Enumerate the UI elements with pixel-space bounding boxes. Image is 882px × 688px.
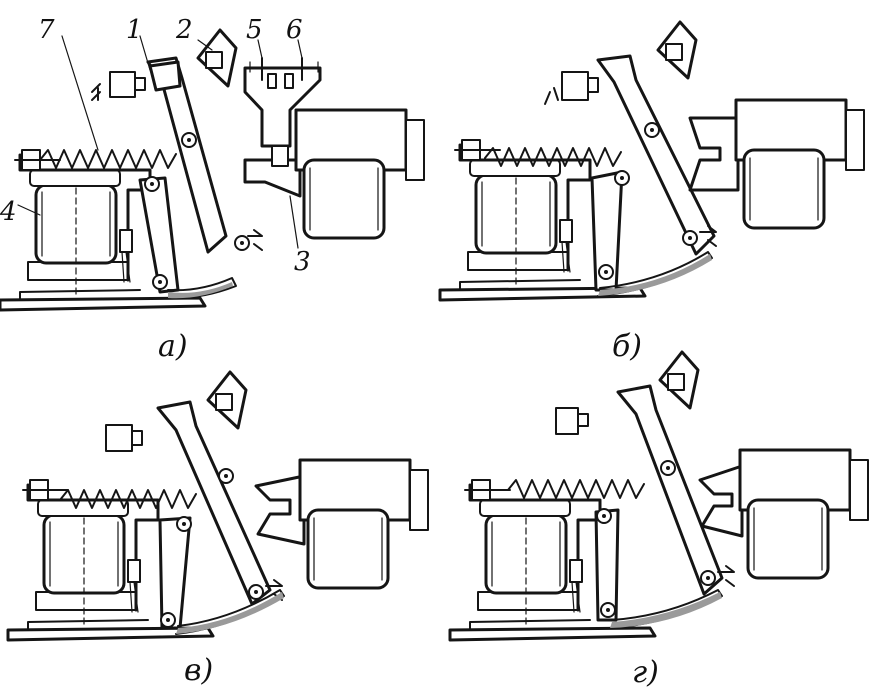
callout-5: 5 xyxy=(246,15,263,45)
panel-caption-g: г) xyxy=(632,655,659,688)
panel-caption-v: в) xyxy=(184,653,213,688)
callout-2: 2 xyxy=(175,15,193,45)
panel-a: 7 1 2 5 6 4 3 а) xyxy=(0,15,426,364)
callout-3: 3 xyxy=(294,247,311,277)
callout-7: 7 xyxy=(38,15,55,45)
panel-caption-b: б) xyxy=(612,329,642,364)
panel-g: г) xyxy=(448,350,870,688)
callout-1: 1 xyxy=(126,15,143,45)
panel-b: б) xyxy=(438,20,866,364)
panel-caption-a: а) xyxy=(158,329,188,364)
callout-6: 6 xyxy=(286,15,303,45)
callout-4: 4 xyxy=(0,197,17,227)
panel-v: в) xyxy=(6,370,430,688)
